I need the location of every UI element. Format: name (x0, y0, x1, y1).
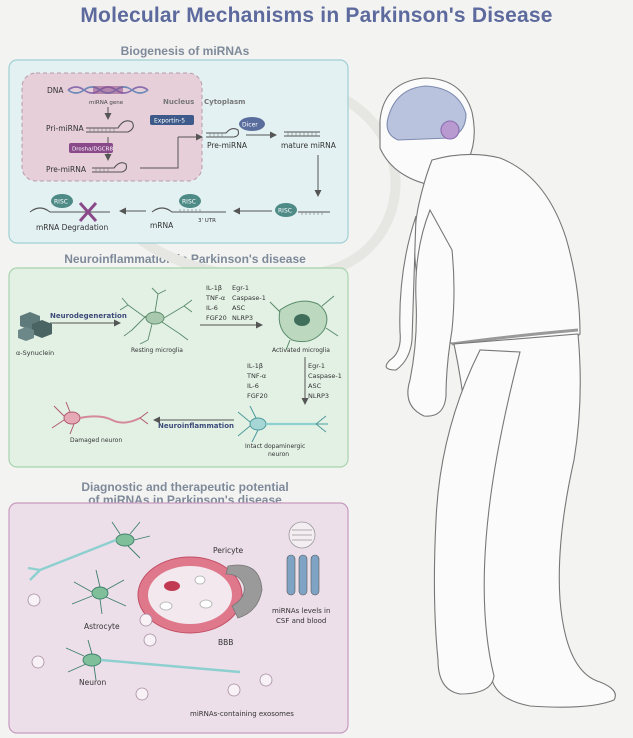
top-neuron-with-axon (27, 521, 151, 581)
cytokine-markers-top: IL-1β TNF-α IL-6 FGF20 Egr-1 Caspase-1 A… (205, 284, 266, 322)
pericyte-label: Pericyte (213, 546, 244, 555)
pre-mirna-nucleus-label: Pre-miRNA (46, 165, 87, 174)
marker-top-left-0: IL-1β (206, 284, 222, 292)
nucleus-region (21, 72, 203, 182)
neuron-label: Neuron (79, 678, 106, 687)
utr-label: 3' UTR (198, 218, 216, 224)
resting-microglia-label: Resting microglia (131, 347, 183, 354)
marker-bottom-right-3: NLRP3 (308, 392, 329, 400)
mrna-degradation-label: mRNA Degradation (36, 223, 108, 232)
resting-microglia-cell (119, 287, 193, 345)
diagnostic-title-line1: Diagnostic and therapeutic potential (81, 480, 289, 494)
intact-neuron-label-line1: Intact dopaminergic (245, 443, 305, 450)
dna-helix (67, 86, 149, 94)
pre-mirna-cytoplasm-hairpin (206, 127, 240, 138)
marker-bottom-right-2: ASC (308, 382, 322, 390)
marker-top-right-2: ASC (232, 304, 246, 312)
degraded-mrna-strand (29, 202, 110, 222)
page-title: Molecular Mechanisms in Parkinson's Dise… (80, 4, 553, 27)
marker-bottom-right-0: Egr-1 (308, 362, 325, 370)
activated-microglia-label: Activated microglia (272, 347, 330, 354)
marker-bottom-left-0: IL-1β (247, 362, 263, 370)
marker-top-left-3: FGF20 (206, 314, 227, 322)
drosha-dgcr8-label: Drosha/DGCR8 (72, 147, 113, 153)
marker-top-right-1: Caspase-1 (232, 294, 266, 302)
cytoplasm-label: Cytoplasm (204, 98, 245, 106)
damaged-neuron-label: Damaged neuron (70, 437, 122, 444)
exosome-vesicles (27, 593, 273, 701)
mature-mirna-label: mature miRNA (281, 141, 337, 150)
neuroinflammation-arrow-label: Neuroinflammation (158, 422, 234, 430)
alpha-synuclein-label: α-Synuclein (16, 349, 54, 357)
marker-bottom-left-3: FGF20 (247, 392, 268, 400)
pri-mirna-hairpin (86, 120, 134, 133)
mature-mirna-duplex (284, 131, 320, 137)
risc-loaded-strand (298, 211, 330, 215)
marker-top-left-2: IL-6 (206, 304, 218, 312)
dna-label: DNA (47, 86, 64, 95)
cytokine-markers-bottom: IL-1β TNF-α IL-6 FGF20 Egr-1 Caspase-1 A… (246, 362, 342, 400)
mirna-gene-label: miRNA gene (89, 100, 124, 106)
pre-mirna-nucleus-hairpin (92, 162, 128, 173)
dicer-enzyme (239, 117, 265, 131)
intact-neuron-label-line2: neuron (268, 451, 289, 458)
risc-mrna-label: RISC (182, 199, 196, 206)
pre-mirna-cytoplasm-label: Pre-miRNA (207, 141, 248, 150)
biogenesis-title: Biogenesis of miRNAs (120, 44, 250, 58)
nucleus-label: Nucleus (163, 98, 194, 106)
pri-mirna-label: Pri-miRNA (46, 124, 84, 133)
mrna-target-strand (151, 207, 226, 213)
dicer-label: Dicer (242, 122, 258, 129)
intact-dopaminergic-neuron (237, 405, 328, 443)
neuroinflammation-panel (8, 267, 349, 468)
neurodegeneration-label: Neurodegeneration (50, 312, 127, 320)
bottom-neuron-with-axon (65, 639, 241, 681)
marker-top-right-3: NLRP3 (232, 314, 253, 322)
exosomes-label: miRNAs-containing exosomes (190, 710, 294, 718)
risc-loading-complex (275, 203, 297, 217)
marker-bottom-left-2: IL-6 (247, 382, 259, 390)
risc-degradation-label: RISC (54, 199, 68, 206)
risc-mrna-complex (179, 194, 201, 208)
mrna-label: mRNA (150, 221, 174, 230)
marker-top-left-1: TNF-α (205, 294, 225, 302)
activated-microglia-cell (269, 295, 339, 351)
elderly-person-figure (379, 77, 616, 708)
damaged-neuron (51, 401, 149, 435)
alpha-synuclein-aggregates (18, 312, 52, 341)
risc-degradation-complex (51, 194, 73, 208)
marker-bottom-right-1: Caspase-1 (308, 372, 342, 380)
astrocyte-label: Astrocyte (84, 622, 120, 631)
exportin-5-label: Exportin-5 (154, 118, 185, 125)
mirna-levels-label-line1: miRNAs levels in (272, 607, 330, 615)
risc-loading-label: RISC (278, 208, 292, 215)
cerebellum (440, 120, 460, 140)
mirna-levels-label-line2: CSF and blood (276, 617, 326, 625)
marker-bottom-left-1: TNF-α (246, 372, 266, 380)
exportin-5-badge (150, 115, 194, 125)
marker-top-right-0: Egr-1 (232, 284, 249, 292)
blood-brain-barrier-vessel (137, 556, 263, 634)
drosha-dgcr8-badge (69, 143, 113, 153)
astrocyte-cell (71, 569, 127, 615)
blood-sample-tubes (286, 521, 320, 596)
bbb-label: BBB (218, 638, 233, 647)
